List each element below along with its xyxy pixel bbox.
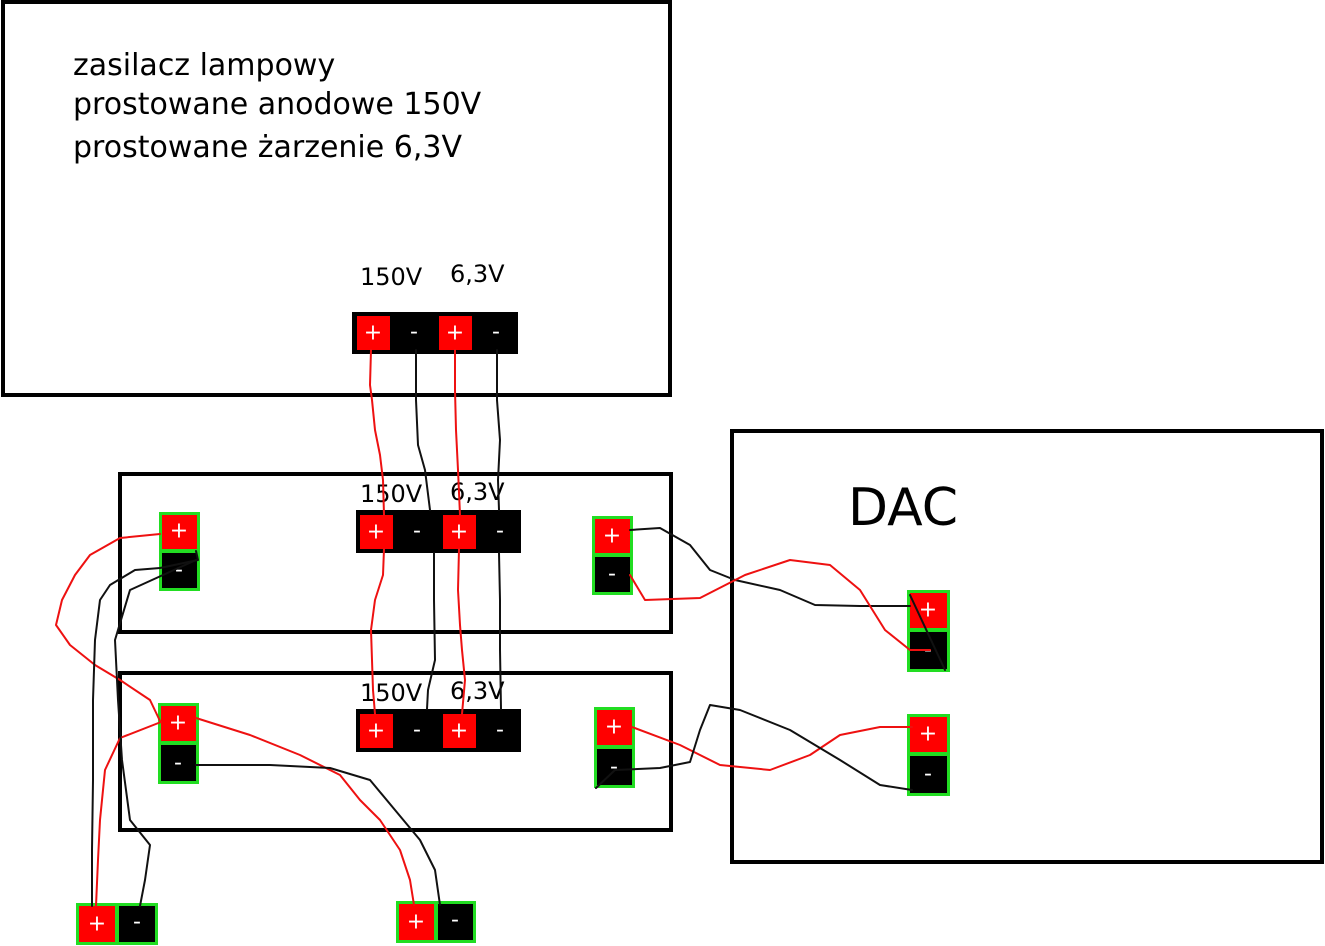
psu-box: [1, 0, 672, 397]
psu-63v-plus-sign: +: [446, 321, 464, 346]
dac-output-2-minus-sign: -: [924, 762, 932, 787]
speaker-terminal-left: + -: [76, 903, 158, 945]
dac-output-1-plus-sign: +: [919, 598, 937, 623]
psu-63v-plus-terminal: [439, 316, 472, 350]
amp2-output-plus-sign: +: [605, 715, 623, 740]
amp1-63v-plus-sign: +: [450, 520, 468, 545]
wire-dac1-minus-to-amp1: [629, 559, 931, 651]
wire-dac2-minus-to-amp2: [595, 704, 913, 791]
amp1-input-terminal: + -: [159, 512, 200, 591]
psu-150v-plus-sign: +: [364, 321, 382, 346]
amp1-output-minus-sign: -: [608, 562, 616, 587]
psu-150v-minus-sign: -: [410, 320, 418, 345]
psu-150v-plus-terminal: [357, 316, 390, 350]
amp1-input-plus-sign: +: [170, 519, 188, 544]
amp1-150v-plus-sign: +: [367, 520, 385, 545]
speaker-right-plus-sign: +: [407, 910, 425, 935]
amp1-input-minus-sign: -: [175, 558, 183, 583]
dac-output-2-plus-sign: +: [919, 722, 937, 747]
amp2-63v-plus-sign: +: [450, 719, 468, 744]
amp1-150v-plus-terminal: [360, 515, 393, 549]
psu-title-line1: zasilacz lampowy: [73, 48, 335, 83]
wire-dac1-extra: [909, 594, 946, 671]
amp1-150v-minus-sign: -: [413, 519, 421, 544]
psu-terminal-strip: + - + -: [352, 312, 518, 354]
wire-amp2-plus-to-speaker-right: [195, 717, 415, 906]
speaker-left-plus-sign: +: [88, 912, 106, 937]
amp2-output-terminal: + -: [594, 707, 635, 788]
psu-label-150v: 150V: [360, 263, 423, 291]
speaker-left-minus-sign: -: [133, 910, 141, 935]
amp1-63v-plus-terminal: [443, 515, 476, 549]
psu-title-line2: prostowane anodowe 150V: [73, 87, 482, 122]
dac-output-1-terminal: + -: [907, 590, 950, 672]
psu-label-63v: 6,3V: [450, 260, 505, 288]
speaker-right-minus-sign: -: [451, 908, 459, 933]
amp2-output-minus-sign: -: [610, 755, 618, 780]
psu-63v-minus-sign: -: [492, 320, 500, 345]
wire-dac2-plus-to-amp2: [631, 726, 913, 771]
amp2-150v-plus-sign: +: [367, 719, 385, 744]
amp2-input-minus-sign: -: [174, 751, 182, 776]
wire-amp1-minus-to-speaker-left: [91, 550, 199, 907]
wire-amp2-minus-to-speaker-right: [195, 764, 441, 906]
amp2-150v-minus-sign: -: [413, 718, 421, 743]
amp-board-1: [118, 472, 673, 634]
psu-title-line3: prostowane żarzenie 6,3V: [73, 130, 462, 165]
amp1-label-150v: 150V: [360, 480, 423, 508]
wire-63v-plus: [454, 349, 466, 715]
amp2-input-plus-sign: +: [169, 711, 187, 736]
wire-63v-minus: [496, 349, 502, 710]
amp1-output-plus-sign: +: [603, 524, 621, 549]
wire-150v-plus: [369, 349, 385, 715]
dac-box: [730, 429, 1324, 864]
amp-board-2: [118, 671, 673, 832]
wire-amp2-input-red: [95, 721, 162, 907]
speaker-terminal-right: + -: [396, 901, 476, 943]
amp1-63v-minus-sign: -: [496, 519, 504, 544]
wire-amp1-plus-to-speaker-left: [55, 533, 161, 722]
amp1-output-terminal: + -: [592, 516, 633, 595]
wire-150v-minus: [415, 349, 436, 710]
amp2-label-150v: 150V: [360, 679, 423, 707]
amp2-terminal-strip: + - + -: [356, 709, 521, 752]
amp2-63v-plus-terminal: [443, 714, 476, 748]
wire-amp2-input-black: [114, 559, 197, 907]
dac-output-2-terminal: + -: [907, 714, 950, 796]
amp1-terminal-strip: + - + -: [356, 510, 521, 553]
dac-title: DAC: [848, 478, 958, 538]
amp2-label-63v: 6,3V: [450, 677, 505, 705]
amp2-input-terminal: + -: [158, 703, 199, 784]
amp2-150v-plus-terminal: [360, 714, 393, 748]
amp2-63v-minus-sign: -: [496, 718, 504, 743]
